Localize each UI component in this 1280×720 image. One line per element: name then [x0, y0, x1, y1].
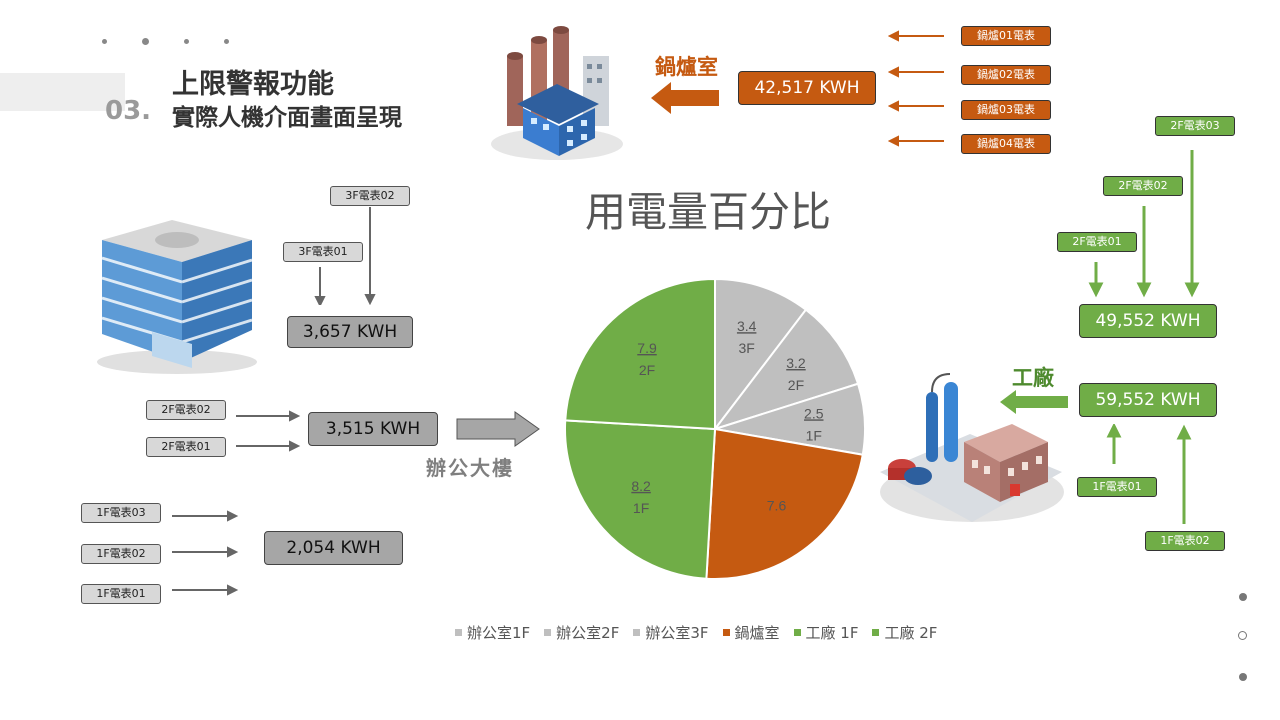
factory-2f-total-kwh: 49,552 KWH [1079, 304, 1217, 338]
boiler-meter-01[interactable]: 鍋爐01電表 [961, 26, 1051, 46]
pie-slice [564, 419, 717, 580]
office-building-label: 辦公大樓 [426, 456, 514, 480]
factory-2f-meter-02[interactable]: 2F電表02 [1103, 176, 1183, 196]
legend-label: 鍋爐室 [734, 624, 780, 642]
boiler-arrow-left [651, 82, 719, 114]
legend-swatch [872, 629, 880, 636]
pie-data-label: 7.9 [637, 340, 657, 356]
header-accent-bar [0, 73, 125, 111]
office-1f-meter-01[interactable]: 1F電表01 [81, 584, 161, 604]
decor-dot [102, 39, 107, 44]
chart-title: 用電量百分比 [585, 188, 831, 236]
boiler-room-label: 鍋爐室 [655, 55, 718, 79]
factory-2f-meter-01[interactable]: 2F電表01 [1057, 232, 1137, 252]
decor-dot [142, 38, 149, 45]
office-3f-meter-02[interactable]: 3F電表02 [330, 186, 410, 206]
factory-1f-meter-01[interactable]: 1F電表01 [1077, 477, 1157, 497]
legend-swatch [722, 629, 730, 636]
office-1f-arrows [172, 510, 239, 596]
office-3f-arrows [314, 207, 376, 305]
legend-item: 辦公室2F [544, 622, 619, 643]
chart-legend: 辦公室1F 辦公室2F 辦公室3F 鍋爐室 工廠 1F 工廠 2F [455, 622, 937, 643]
legend-swatch [793, 629, 801, 636]
factory-1f-meter-02[interactable]: 1F電表02 [1145, 531, 1225, 551]
pie-slice [714, 277, 808, 432]
section-number: 03. [105, 96, 152, 126]
office-building-illustration [97, 220, 257, 374]
boiler-meter-03[interactable]: 鍋爐03電表 [961, 100, 1051, 120]
legend-item: 辦公室3F [633, 622, 709, 643]
boiler-total-kwh: 42,517 KWH [738, 71, 876, 105]
pie-data-sublabel: 3F [739, 340, 755, 356]
factory-illustration [880, 373, 1064, 522]
legend-label: 工廠 1F [805, 624, 859, 642]
legend-swatch [544, 629, 552, 636]
page-title: 上限警報功能 [172, 69, 334, 100]
office-2f-meter-01[interactable]: 2F電表01 [146, 437, 226, 457]
factory-2f-arrows [1088, 150, 1200, 298]
legend-label: 工廠 2F [884, 624, 938, 642]
pie-slice [712, 308, 860, 431]
office-2f-arrows [236, 410, 301, 452]
pie-data-label: 2.5 [804, 405, 824, 421]
legend-label: 辦公室2F [556, 624, 620, 642]
factory-label: 工廠 [1012, 366, 1054, 390]
legend-label: 辦公室1F [467, 624, 531, 642]
factory-2f-meter-03[interactable]: 2F電表03 [1155, 116, 1235, 136]
legend-item: 工廠 1F [793, 622, 859, 643]
boiler-house-illustration [491, 26, 623, 160]
decor-dot [184, 39, 189, 44]
office-to-chart-arrow [456, 411, 540, 447]
legend-label: 辦公室3F [645, 624, 709, 642]
legend-item: 鍋爐室 [722, 622, 780, 643]
legend-item: 工廠 2F [872, 622, 937, 643]
pie-data-sublabel: 1F [633, 500, 649, 516]
legend-swatch [455, 629, 462, 636]
decor-dot [224, 39, 229, 44]
factory-arrow-left [1000, 390, 1068, 414]
pie-slice [705, 427, 864, 580]
pie-data-sublabel: 1F [806, 427, 822, 443]
pie-data-sublabel: 2F [639, 362, 655, 378]
factory-1f-total-kwh: 59,552 KWH [1079, 383, 1217, 417]
legend-swatch [633, 629, 641, 636]
office-1f-total-kwh: 2,054 KWH [264, 531, 403, 565]
slide-nav-dot-current[interactable] [1238, 631, 1247, 640]
office-1f-meter-02[interactable]: 1F電表02 [81, 544, 161, 564]
page-subtitle: 實際人機介面畫面呈現 [172, 105, 402, 131]
pie-data-label: 8.2 [631, 478, 651, 494]
office-3f-total-kwh: 3,657 KWH [287, 316, 413, 348]
office-1f-meter-03[interactable]: 1F電表03 [81, 503, 161, 523]
office-2f-meter-02[interactable]: 2F電表02 [146, 400, 226, 420]
pie-data-label: 3.4 [737, 318, 757, 334]
boiler-meter-arrows [888, 30, 944, 147]
pie-data-label: 3.2 [786, 355, 806, 371]
pie-data-sublabel: 2F [788, 377, 804, 393]
office-3f-meter-01[interactable]: 3F電表01 [283, 242, 363, 262]
factory-1f-arrows [1106, 424, 1192, 524]
pie-data-label: 7.6 [767, 498, 787, 514]
slide-nav-dot[interactable] [1239, 593, 1247, 601]
office-2f-total-kwh: 3,515 KWH [308, 412, 438, 446]
slide-nav-dot[interactable] [1239, 673, 1247, 681]
boiler-meter-02[interactable]: 鍋爐02電表 [961, 65, 1051, 85]
boiler-meter-04[interactable]: 鍋爐04電表 [961, 134, 1051, 154]
legend-item: 辦公室1F [455, 622, 530, 643]
pie-slice [564, 277, 716, 431]
